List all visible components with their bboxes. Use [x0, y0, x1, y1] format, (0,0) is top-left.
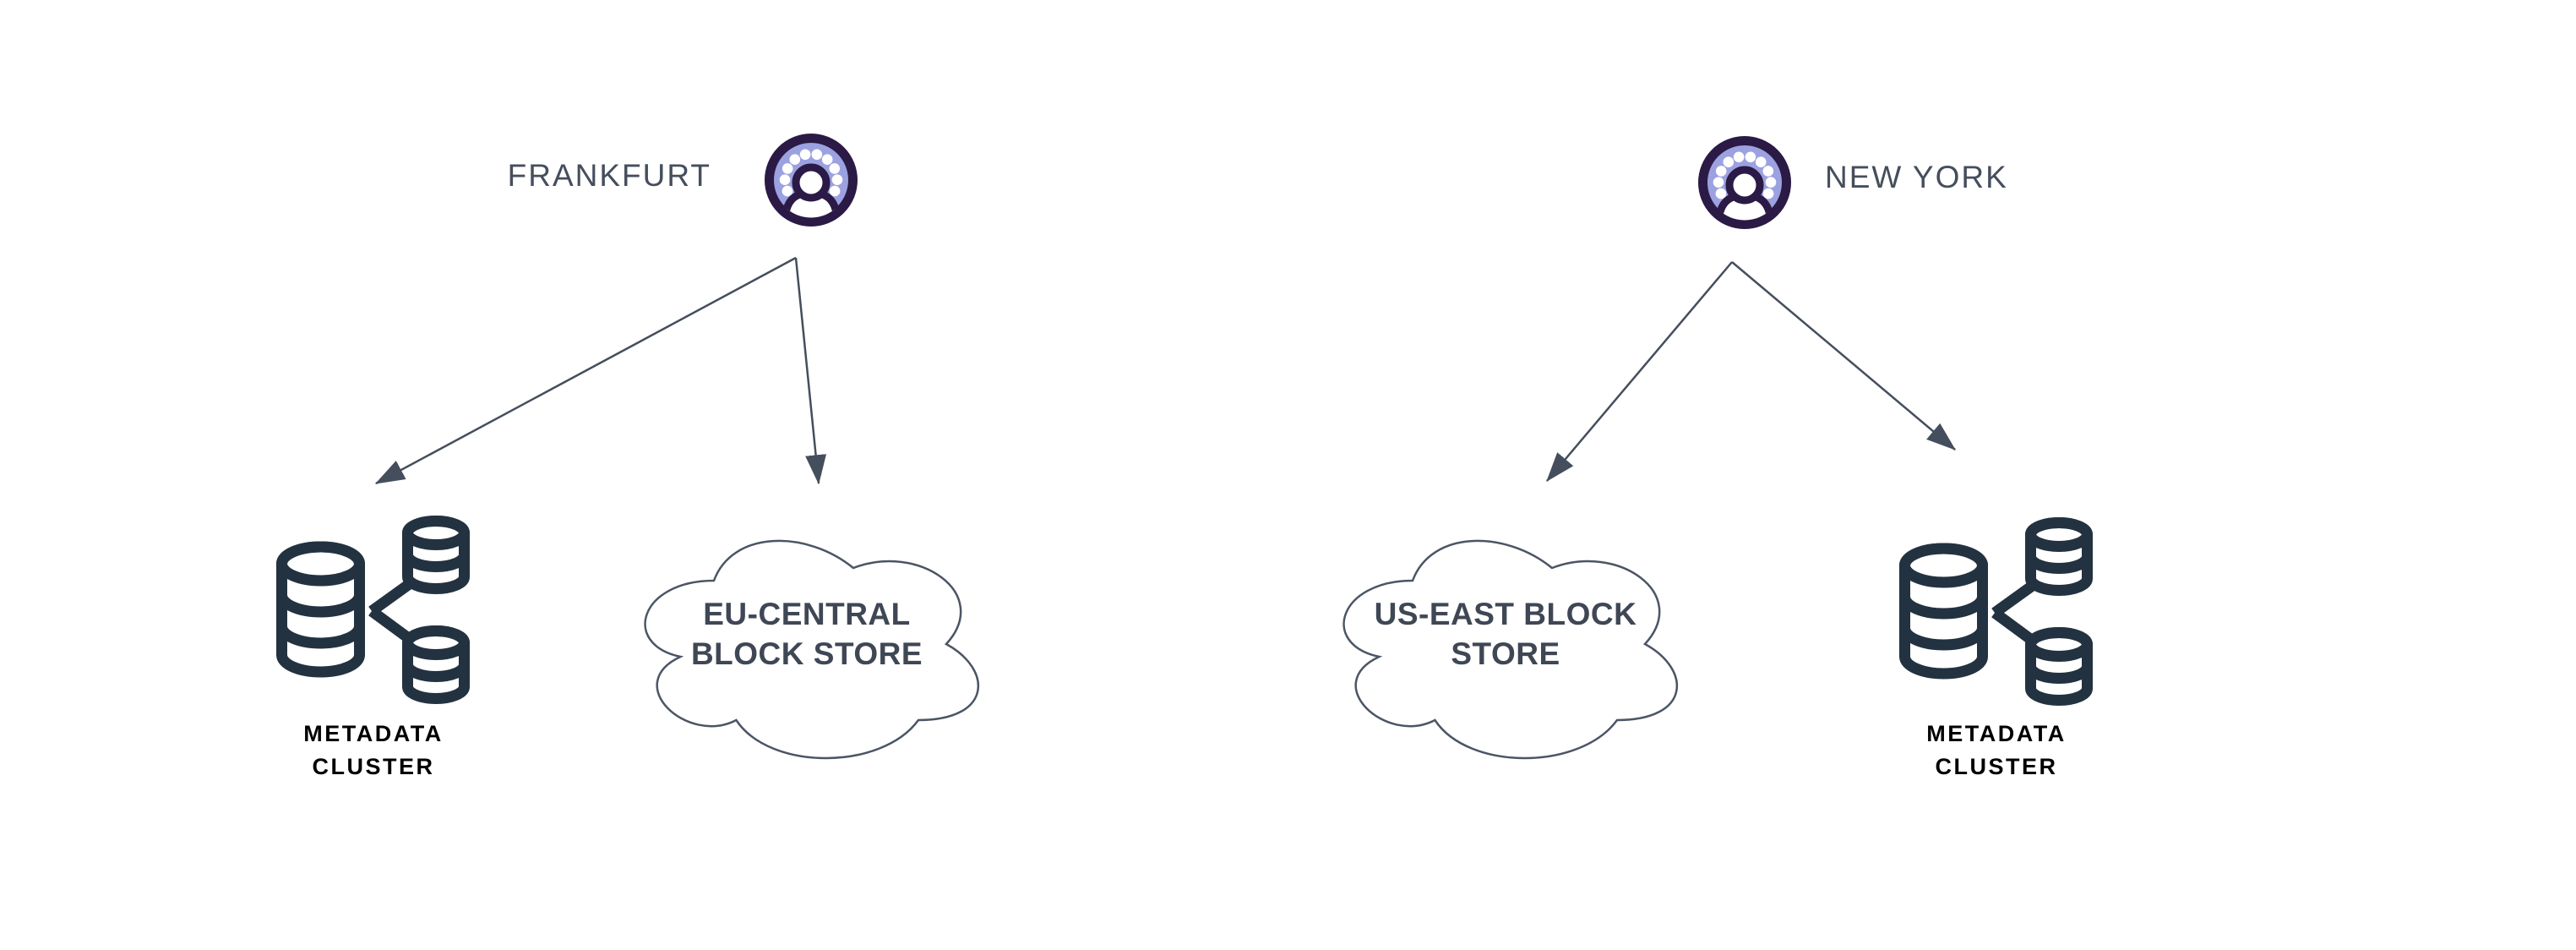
database-cluster-icon — [1899, 517, 2093, 706]
avatar-head — [1725, 166, 1764, 205]
block-store-label-eu: EU-CENTRAL BLOCK STORE — [621, 507, 993, 761]
cloud-label-line1: US-EAST BLOCK — [1374, 597, 1637, 631]
block-store-cloud-eu: EU-CENTRAL BLOCK STORE — [621, 517, 993, 771]
metadata-cluster-label: METADATA CLUSTER — [247, 718, 500, 783]
avatar-dots — [1713, 151, 1777, 199]
arrow-newyork-to-metadata — [1731, 261, 1956, 450]
user-avatar-icon — [765, 134, 858, 227]
client-label-frankfurt: FRANKFURT — [507, 158, 711, 193]
cloud-label-line1: EU-CENTRAL — [703, 597, 911, 631]
client-label-newyork: NEW YORK — [1825, 160, 2008, 194]
avatar-dots — [779, 149, 843, 197]
metadata-cluster-label: METADATA CLUSTER — [1870, 718, 2123, 783]
database-cluster-icon — [276, 516, 470, 704]
arrow-frankfurt-to-metadata — [374, 256, 797, 485]
metadata-label-line2: CLUSTER — [312, 754, 435, 779]
cloud-shape — [644, 539, 979, 760]
block-store-cloud-us: US-EAST BLOCK STORE — [1320, 517, 1691, 771]
arrow-newyork-to-blockstore — [1546, 261, 1733, 482]
cloud-label-line2: BLOCK STORE — [690, 636, 923, 671]
arrow-frankfurt-to-blockstore — [794, 257, 827, 485]
metadata-label-line2: CLUSTER — [1935, 754, 2058, 779]
metadata-label-line1: METADATA — [1926, 721, 2067, 746]
block-store-label-us: US-EAST BLOCK STORE — [1320, 507, 1691, 761]
cloud-label-line2: STORE — [1451, 636, 1560, 671]
metadata-label-line1: METADATA — [303, 721, 444, 746]
avatar-head — [792, 163, 831, 202]
user-avatar-icon — [1698, 136, 1791, 229]
cloud-shape — [1342, 539, 1678, 760]
